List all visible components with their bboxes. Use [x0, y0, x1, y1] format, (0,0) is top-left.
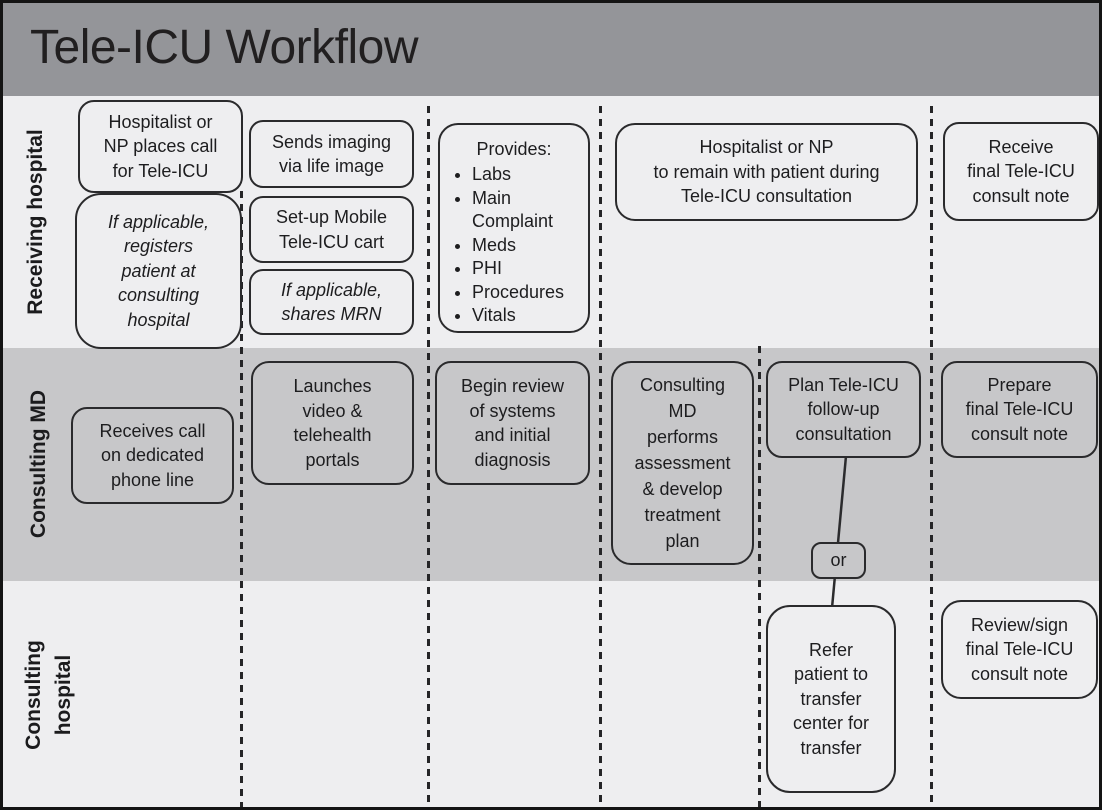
lane-label-receiving-hospital: Receiving hospital	[24, 129, 47, 315]
node-shares-mrn: If applicable, shares MRN	[249, 269, 414, 335]
page-title: Tele-ICU Workflow	[30, 21, 419, 74]
or-badge: or	[811, 542, 866, 579]
node-launches-video: Launches video & telehealth portals	[251, 361, 414, 485]
node-plan-followup: Plan Tele-ICU follow-up consultation	[766, 361, 921, 458]
provides-item: Procedures	[472, 281, 580, 305]
column-separator-1	[240, 191, 243, 807]
node-text: Sends imaging via life image	[271, 131, 392, 177]
provides-item: Main Complaint	[472, 187, 580, 234]
node-setup-mobile-cart: Set-up Mobile Tele-ICU cart	[249, 196, 414, 263]
node-remain-with-patient: Hospitalist or NP to remain with patient…	[615, 123, 918, 221]
node-text: Receive final Tele-ICU consult note	[967, 136, 1075, 206]
node-text: If applicable, shares MRN	[280, 279, 383, 325]
node-text: Plan Tele-ICU follow-up consultation	[788, 374, 899, 444]
node-begin-review: Begin review of systems and initial diag…	[435, 361, 590, 485]
node-refer-patient: Refer patient to transfer center for tra…	[766, 605, 896, 793]
node-performs-assessment: Consulting MD performs assessment & deve…	[611, 361, 754, 565]
node-text: Receives call on dedicated phone line	[99, 420, 206, 490]
node-text: Hospitalist or NP to remain with patient…	[653, 137, 880, 207]
node-provides-list: Provides: Labs Main Complaint Meds PHI P…	[438, 123, 590, 333]
or-label: or	[830, 550, 847, 571]
provides-item: Meds	[472, 234, 580, 258]
node-text: Hospitalist or NP places call for Tele-I…	[103, 111, 218, 181]
diagram-header: Tele-ICU Workflow	[3, 3, 1099, 96]
provides-item: Labs	[472, 163, 580, 187]
provides-items: Labs Main Complaint Meds PHI Procedures …	[440, 163, 580, 328]
lane-label-consulting-md: Consulting MD	[27, 389, 50, 539]
node-text: Prepare final Tele-ICU consult note	[965, 374, 1074, 444]
column-separator-4	[758, 346, 761, 807]
node-receives-call: Receives call on dedicated phone line	[71, 407, 234, 504]
node-review-sign-note: Review/sign final Tele-ICU consult note	[941, 600, 1098, 699]
lane-label-consulting-hospital: Consulting hospital	[22, 640, 75, 750]
provides-item: PHI	[472, 257, 580, 281]
lane-consulting-hospital	[3, 581, 1099, 807]
node-text: Begin review of systems and initial diag…	[460, 376, 565, 470]
node-hospitalist-places-call: Hospitalist or NP places call for Tele-I…	[78, 100, 243, 193]
node-registers-patient: If applicable, registers patient at cons…	[75, 193, 242, 349]
column-separator-5	[930, 106, 933, 807]
node-receive-final-note: Receive final Tele-ICU consult note	[943, 122, 1099, 221]
node-text: Set-up Mobile Tele-ICU cart	[275, 207, 388, 252]
node-text: Consulting MD performs assessment & deve…	[634, 375, 731, 551]
column-separator-2	[427, 106, 430, 807]
column-separator-3	[599, 106, 602, 807]
provides-title: Provides:	[476, 139, 552, 159]
node-prepare-final-note: Prepare final Tele-ICU consult note	[941, 361, 1098, 458]
node-text: Refer patient to transfer center for tra…	[792, 639, 870, 758]
node-text: Review/sign final Tele-ICU consult note	[965, 614, 1074, 684]
node-sends-imaging: Sends imaging via life image	[249, 120, 414, 188]
node-text: Launches video & telehealth portals	[293, 376, 372, 470]
provides-item: Vitals	[472, 304, 580, 328]
node-text: If applicable, registers patient at cons…	[107, 211, 210, 330]
